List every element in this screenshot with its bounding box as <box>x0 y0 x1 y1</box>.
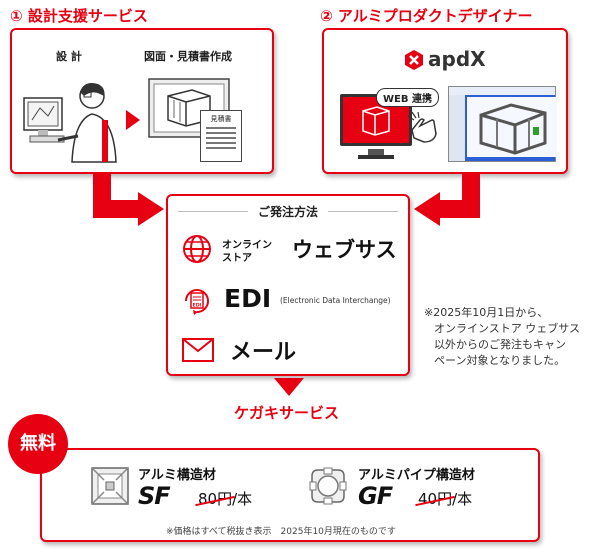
kegaki-service-title: ケガキサービス <box>234 404 340 422</box>
apdx-panel: apdX WEB 連携 <box>322 28 568 174</box>
campaign-note-line3: 以外からのご発注もキャン <box>434 338 566 351</box>
price-footnote: ※価格はすべて税抜き表示 2025年10月現在のものです <box>166 527 396 537</box>
estimate-document-icon: 見積書 <box>200 110 242 162</box>
order-method-panel: ご発注方法 オンライン ストア ウェブサス EDI EDI (Electroni… <box>166 194 410 376</box>
drawing-label: 図面・見積書作成 <box>144 50 232 63</box>
product1-price-value: 80円 <box>198 490 233 508</box>
campaign-note-line4: ペーン対象となりました。 <box>434 354 566 367</box>
product2-price: 40円/本 <box>418 488 472 509</box>
web-link-badge: WEB 連携 <box>376 88 439 107</box>
section1-title: ① 設計支援サービス <box>10 7 148 25</box>
mail-icon <box>182 338 214 362</box>
product2-price-value: 40円 <box>418 490 453 508</box>
edi-subtitle: (Electronic Data Interchange) <box>280 296 391 305</box>
campaign-note-line2: オンラインストア ウェブサス <box>434 322 581 335</box>
apdx-logo-icon <box>405 50 423 70</box>
free-badge: 無料 <box>8 414 68 474</box>
campaign-note-line1: ※2025年10月1日から、 <box>424 306 549 319</box>
product1-code: SF <box>138 482 171 510</box>
design-label: 設 計 <box>56 50 82 63</box>
aluminum-pipe-profile-icon <box>309 467 347 505</box>
order-method-title: ご発注方法 <box>257 205 318 219</box>
mail-label[interactable]: メール <box>230 340 297 365</box>
arrow-left-head-icon <box>138 192 164 226</box>
arrow-right-head-icon <box>414 192 440 226</box>
product1-price: 80円/本 <box>198 488 252 509</box>
hand-pointer-icon <box>407 111 437 143</box>
down-arrow-icon <box>274 378 304 396</box>
online-store-name[interactable]: ウェブサス <box>292 238 397 262</box>
designer-illustration <box>23 83 117 163</box>
online-store-label-2: ストア <box>222 253 252 264</box>
product2-price-unit: /本 <box>452 490 473 508</box>
edi-icon-text: EDI <box>193 303 202 309</box>
globe-icon <box>183 235 211 263</box>
kegaki-panel: アルミ構造材 SF 80円/本 アルミパイプ構造材 GF 40円/本 ※価格はす… <box>40 448 540 542</box>
product2-code: GF <box>358 482 393 510</box>
edi-document-icon: EDI <box>185 289 209 315</box>
product2-name: アルミパイプ構造材 <box>358 468 475 483</box>
right-arrow-icon <box>126 110 140 130</box>
section2-title: ② アルミプロダクトデザイナー <box>320 7 533 25</box>
apdx-logo-text: apdX <box>428 47 486 71</box>
aluminum-frame-profile-icon <box>91 467 129 505</box>
software-screenshot <box>448 86 557 162</box>
design-support-panel: 設 計 図面・見積書作成 見積書 <box>10 28 274 174</box>
product1-price-unit: /本 <box>232 490 253 508</box>
edi-label[interactable]: EDI <box>224 284 272 313</box>
estimate-document-label: 見積書 <box>210 115 232 123</box>
arrow-left-horizontal <box>93 200 139 218</box>
product1-name: アルミ構造材 <box>138 468 216 483</box>
online-store-label-1: オンライン <box>222 240 272 251</box>
arrow-right-horizontal <box>438 200 480 218</box>
